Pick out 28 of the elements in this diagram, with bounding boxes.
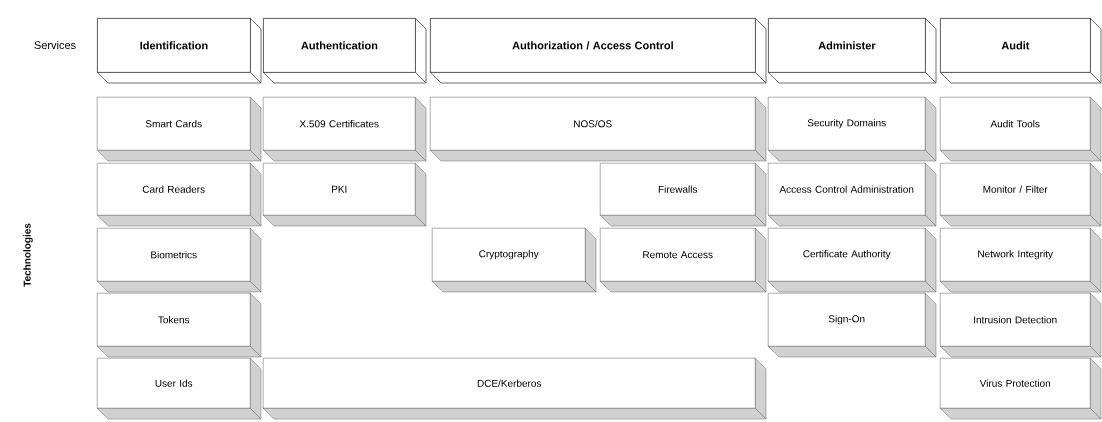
technology-box: DCE/Kerberos xyxy=(262,357,767,420)
technology-box: Remote Access xyxy=(599,227,767,293)
technology-box: Intrusion Detection xyxy=(939,292,1102,358)
technology-box: Smart Cards xyxy=(96,96,262,162)
technology-box: Biometrics xyxy=(96,227,262,293)
technology-box: Cryptography xyxy=(431,227,597,293)
technology-box: PKI xyxy=(262,162,427,227)
header-box: Authentication xyxy=(262,17,427,84)
row-label: Services xyxy=(34,40,76,50)
technology-box: Audit Tools xyxy=(939,96,1102,162)
technology-box: NOS/OS xyxy=(429,96,767,162)
header-box: Identification xyxy=(96,17,262,84)
technology-box: Card Readers xyxy=(96,162,262,227)
header-box: Administer xyxy=(767,17,937,84)
technology-box: Sign-On xyxy=(767,292,937,358)
technology-box: Virus Protection xyxy=(939,357,1102,420)
technology-box: Access Control Administration xyxy=(767,162,937,227)
technology-box: Network Integrity xyxy=(939,227,1102,293)
technology-box: Security Domains xyxy=(767,96,937,162)
technology-box: Certificate Authority xyxy=(767,227,937,293)
header-box: Audit xyxy=(939,17,1102,84)
header-box: Authorization / Access Control xyxy=(429,17,767,84)
technology-box: Firewalls xyxy=(599,162,767,227)
technology-box: Tokens xyxy=(96,292,262,358)
technology-box: Monitor / Filter xyxy=(939,162,1102,227)
technology-box: User Ids xyxy=(96,357,262,420)
technology-box: X.509 Certificates xyxy=(262,96,427,162)
row-label: Technologies xyxy=(23,223,33,287)
